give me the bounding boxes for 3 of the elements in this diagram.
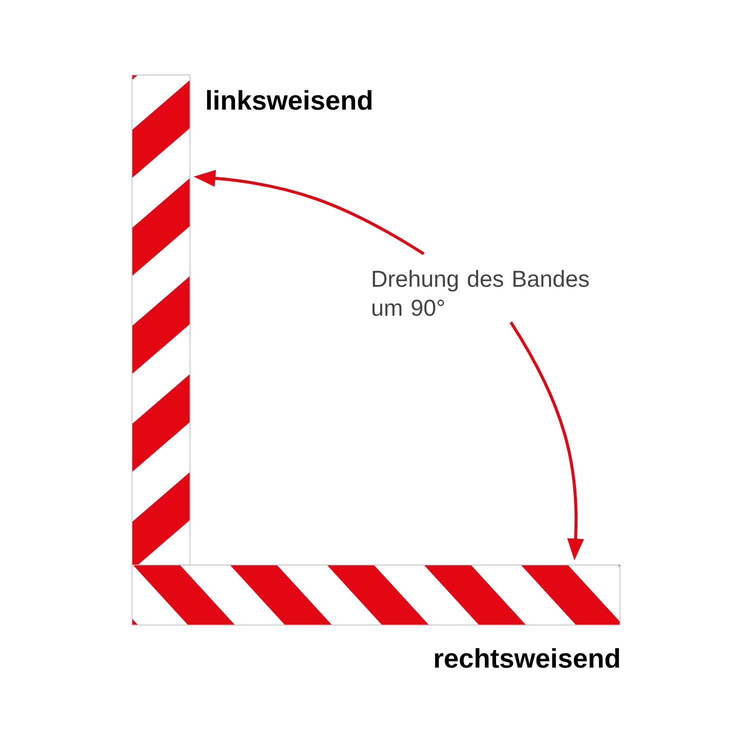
band-label: rechtsweisend bbox=[435, 648, 619, 668]
band-label: linksweisend bbox=[207, 90, 372, 110]
rotation-note: Drehung des Bandes um 90° bbox=[372, 270, 589, 316]
